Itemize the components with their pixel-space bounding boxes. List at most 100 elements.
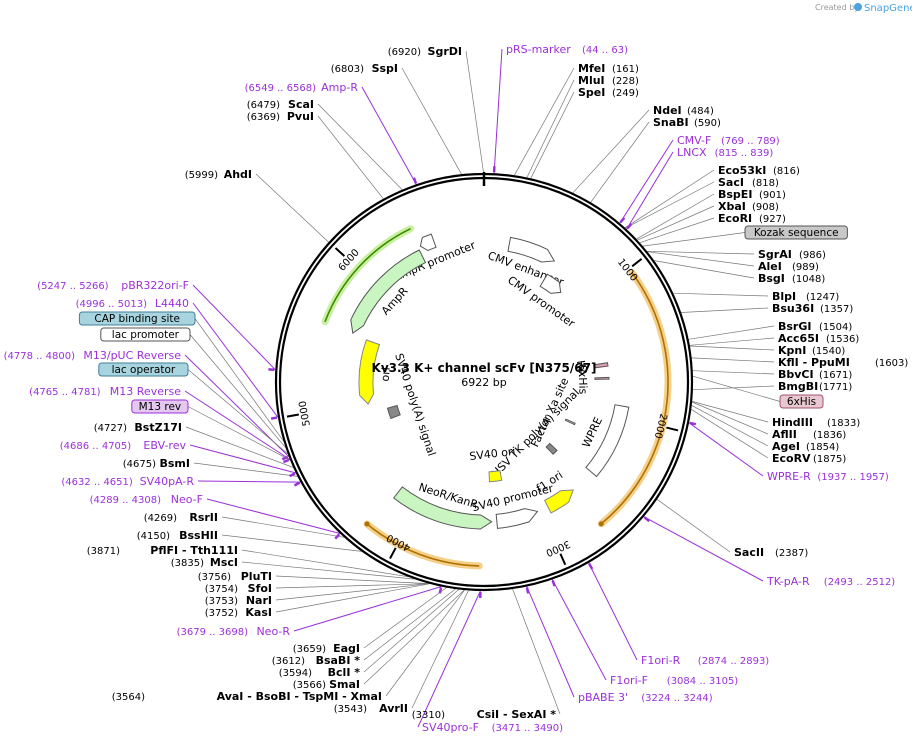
scale-tick-label: 2000 <box>652 412 669 439</box>
enzyme-leader <box>275 583 430 613</box>
scale-tick <box>334 247 346 257</box>
enzyme-name: BstZ17I <box>134 421 182 434</box>
boxed-label-text: Kozak sequence <box>754 227 839 239</box>
feature-neor-kanr <box>392 486 493 530</box>
primer-range: (4765 .. 4781) <box>29 387 101 398</box>
primer-mark <box>525 587 530 594</box>
primer-leader <box>197 480 301 483</box>
enzyme-position: (4675) <box>123 459 156 470</box>
leader-lines <box>184 48 781 728</box>
boxed-label-text: lac operator <box>112 364 176 376</box>
enzyme-leader <box>363 588 456 661</box>
enzyme-position: (3835) <box>171 558 204 569</box>
enzyme-position: (3756) <box>198 572 231 583</box>
primer-name: F1ori-F <box>610 674 648 687</box>
primer-name: CMV-F <box>677 134 711 147</box>
feature-ampr <box>350 249 427 334</box>
primer-range: (3679 .. 3698) <box>177 627 249 638</box>
boxed-leader <box>642 232 746 247</box>
enzyme-name: AhdI <box>224 168 252 181</box>
enzyme-leader <box>691 405 769 447</box>
enzyme-name: PflFI - Tth111I <box>150 544 238 557</box>
primer-leader <box>417 590 481 728</box>
enzyme-label: KflI - PpuMI(1603) <box>778 356 908 369</box>
enzyme-label: KpnI(1540) <box>778 344 845 357</box>
boxed-label: Kozak sequence <box>744 225 848 240</box>
enzyme-position: (1247) <box>806 292 839 303</box>
enzyme-label: EagI (3659) <box>293 642 360 655</box>
enzyme-position: (1540) <box>812 346 845 357</box>
enzyme-leader <box>654 260 755 279</box>
feature-label: ori <box>379 367 393 382</box>
primer-name: EBV-rev <box>143 439 186 452</box>
enzyme-leader <box>688 325 775 340</box>
feature-sv40-poly-a-signal <box>386 404 401 420</box>
enzyme-label: RsrII(4269) <box>144 511 218 524</box>
enzyme-name: SfoI <box>248 582 272 595</box>
enzyme-name: MfeI <box>578 62 605 75</box>
enzyme-name: EagI <box>333 642 360 655</box>
enzyme-label: SgrAI(986) <box>758 248 826 261</box>
enzyme-leader <box>401 67 462 175</box>
enzyme-leader <box>363 589 460 673</box>
primer-label: pBR322ori-F(5247 .. 5266) <box>37 279 189 292</box>
enzyme-name: NarI <box>246 594 272 607</box>
feature-hsv-tk-poly-a-signal <box>545 442 558 455</box>
primer-leader <box>588 562 638 661</box>
primer-label: M13 Reverse(4765 .. 4781) <box>29 385 181 398</box>
primer-mark <box>412 177 418 184</box>
enzyme-leader <box>647 250 755 255</box>
primer-range: (4686 .. 4705) <box>60 441 132 452</box>
enzyme-label: MluI(228) <box>578 74 639 87</box>
enzyme-label: BsrGI(1504) <box>778 320 852 333</box>
primer-label: F1ori-F (3084 .. 3105) <box>610 674 738 687</box>
feature-label: HA <box>574 359 589 377</box>
enzyme-name: SgrAI <box>758 248 792 261</box>
primer-range: (4778 .. 4800) <box>4 351 76 362</box>
feature-label: 6xHis <box>576 364 590 395</box>
primer-name: Neo-R <box>256 625 290 638</box>
scale-tick <box>286 413 300 418</box>
enzyme-position: (901) <box>759 190 786 201</box>
enzyme-leader <box>193 462 298 477</box>
enzyme-name: AgeI <box>772 440 800 453</box>
primer-range: (4632 .. 4651) <box>61 477 133 488</box>
primer-range: (3084 .. 3105) <box>667 676 739 687</box>
snapgene-credit: Created by SnapGene <box>815 3 912 14</box>
enzyme-name: BsgI <box>758 272 785 285</box>
enzyme-name: AvrII <box>379 702 408 715</box>
primer-range: (769 .. 789) <box>721 136 780 147</box>
primer-label: Amp-R(6549 .. 6568) <box>245 81 359 94</box>
enzyme-leader <box>363 587 447 649</box>
primer-range: (4289 .. 4308) <box>90 495 162 506</box>
boxed-leader <box>194 318 284 442</box>
enzyme-leader <box>689 345 775 351</box>
enzyme-label: Eco53kI(816) <box>718 164 800 177</box>
enzyme-position: (2387) <box>775 548 808 559</box>
enzyme-label: SpeI(249) <box>578 86 639 99</box>
enzyme-name: SgrDI <box>428 45 462 58</box>
enzyme-position: (3543) <box>334 704 367 715</box>
enzyme-position: (3659) <box>293 644 326 655</box>
enzyme-name: RsrII <box>189 511 218 524</box>
boxed-label-box <box>131 399 189 414</box>
snapgene-logo-icon <box>854 3 862 11</box>
primer-range: (6549 .. 6568) <box>245 83 317 94</box>
enzyme-name: ScaI <box>288 98 314 111</box>
primer-leader <box>626 151 674 230</box>
enzyme-label: BspEI(901) <box>718 188 786 201</box>
enzyme-name: BbvCI <box>778 368 814 381</box>
feature-ha <box>593 362 609 369</box>
primer-label: SV40pro-F(3471 .. 3490) <box>422 721 563 734</box>
enzyme-name: BsaBI * <box>316 654 361 667</box>
enzyme-label: Bsu36I(1357) <box>772 302 853 315</box>
scale-tick <box>559 553 567 566</box>
scale-tick <box>666 426 679 432</box>
primer-leader <box>688 422 764 477</box>
enzyme-position: (6803) <box>331 64 364 75</box>
primer-range: (3471 .. 3490) <box>492 723 564 734</box>
orf-arrowhead <box>364 521 370 527</box>
primer-name: pBABE 3' <box>578 691 628 704</box>
enzyme-name: EcoRV <box>772 452 811 465</box>
